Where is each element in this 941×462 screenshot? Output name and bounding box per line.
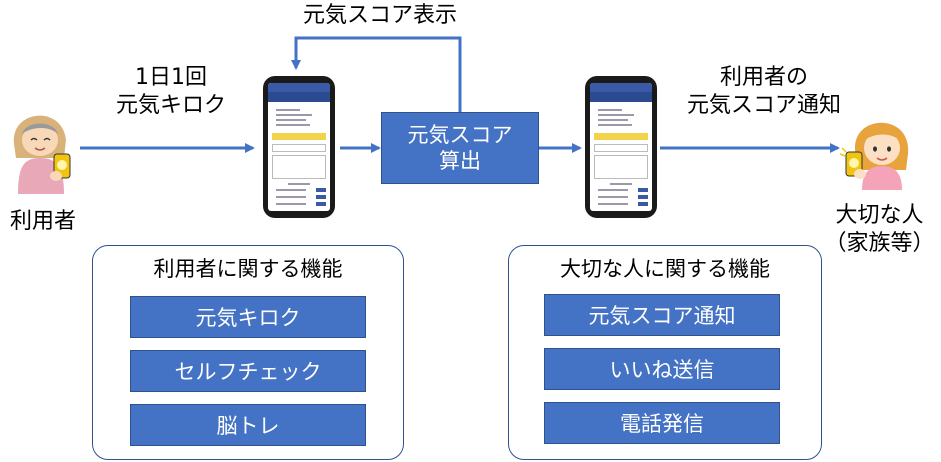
important-functions-panel: 大切な人に関する機能 元気スコア通知 いいね送信 電話発信 [508,245,822,460]
record-label: 1日1回 元気キロク [96,64,246,119]
phone-call-button: 電話発信 [544,402,780,444]
smartphone-app-screen-icon [263,76,335,218]
user-functions-title: 利用者に関する機能 [153,257,343,281]
brain-training-button: 脳トレ [130,404,366,446]
score-calculation-box: 元気スコア 算出 [381,112,539,184]
important-label-line1: 大切な人 [835,203,924,228]
score-display-label: 元気スコア表示 [302,3,457,28]
record-label-line2: 元気キロク [115,92,226,118]
arrow-score-feedback [291,36,462,112]
young-woman-with-phone-icon [839,108,920,190]
process-line2: 算出 [439,149,481,173]
self-check-button: セルフチェック [130,350,366,392]
record-label-line1: 1日1回 [135,65,207,90]
important-label-line2: （家族等） [824,230,935,256]
score-notify-button: 元気スコア通知 [544,294,780,336]
send-like-button: いいね送信 [544,348,780,390]
important-functions-title: 大切な人に関する機能 [560,257,770,281]
process-line1: 元気スコア [407,122,513,147]
notify-label: 利用者の 元気スコア通知 [664,64,864,119]
notify-label-line1: 利用者の [719,65,808,90]
smartphone-app-screen-icon [585,76,657,218]
elderly-woman-with-phone-icon [4,96,80,196]
important-person-label: 大切な人 （家族等） [818,202,941,257]
user-label: 利用者 [9,209,76,234]
notify-label-line2: 元気スコア通知 [686,92,841,118]
user-functions-panel: 利用者に関する機能 元気キロク セルフチェック 脳トレ [92,245,404,460]
genki-record-button: 元気キロク [130,296,366,338]
